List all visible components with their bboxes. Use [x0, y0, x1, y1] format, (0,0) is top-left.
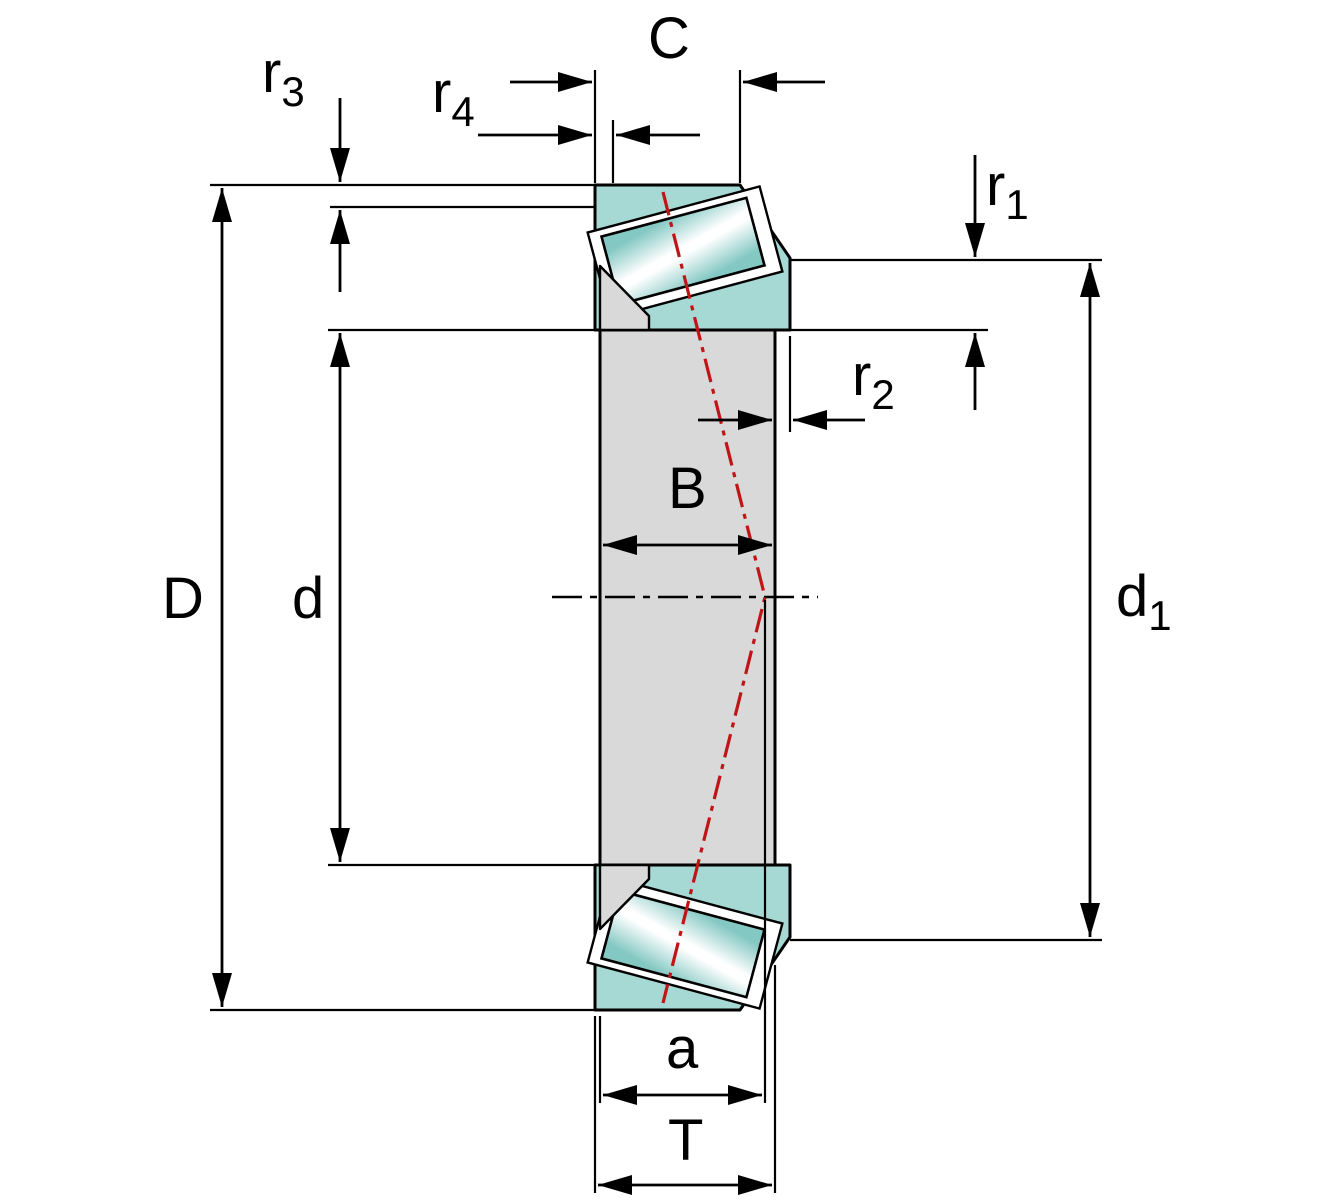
label-inner-ring-width: B [668, 456, 707, 521]
label-pressure-center-distance: a [666, 1016, 699, 1081]
label-total-width: T [668, 1108, 703, 1173]
tapered-roller [599, 196, 767, 306]
pressure-line [661, 191, 767, 1004]
label-outer-diameter: D [162, 566, 204, 631]
label-chamfer-r1: r1 [986, 153, 1029, 228]
label-chamfer-r4: r4 [432, 60, 475, 135]
inner-ring-rib [598, 264, 651, 332]
bearing-lower-half-section [586, 863, 792, 1012]
extension-lines [210, 70, 1102, 1193]
label-chamfer-r2: r2 [852, 343, 895, 418]
label-chamfer-r3: r3 [262, 40, 305, 115]
label-reference-diameter: d1 [1116, 564, 1172, 639]
label-outer-ring-width: C [648, 6, 690, 71]
bearing-upper-half-section [586, 183, 792, 332]
label-bore-diameter: d [292, 566, 324, 631]
